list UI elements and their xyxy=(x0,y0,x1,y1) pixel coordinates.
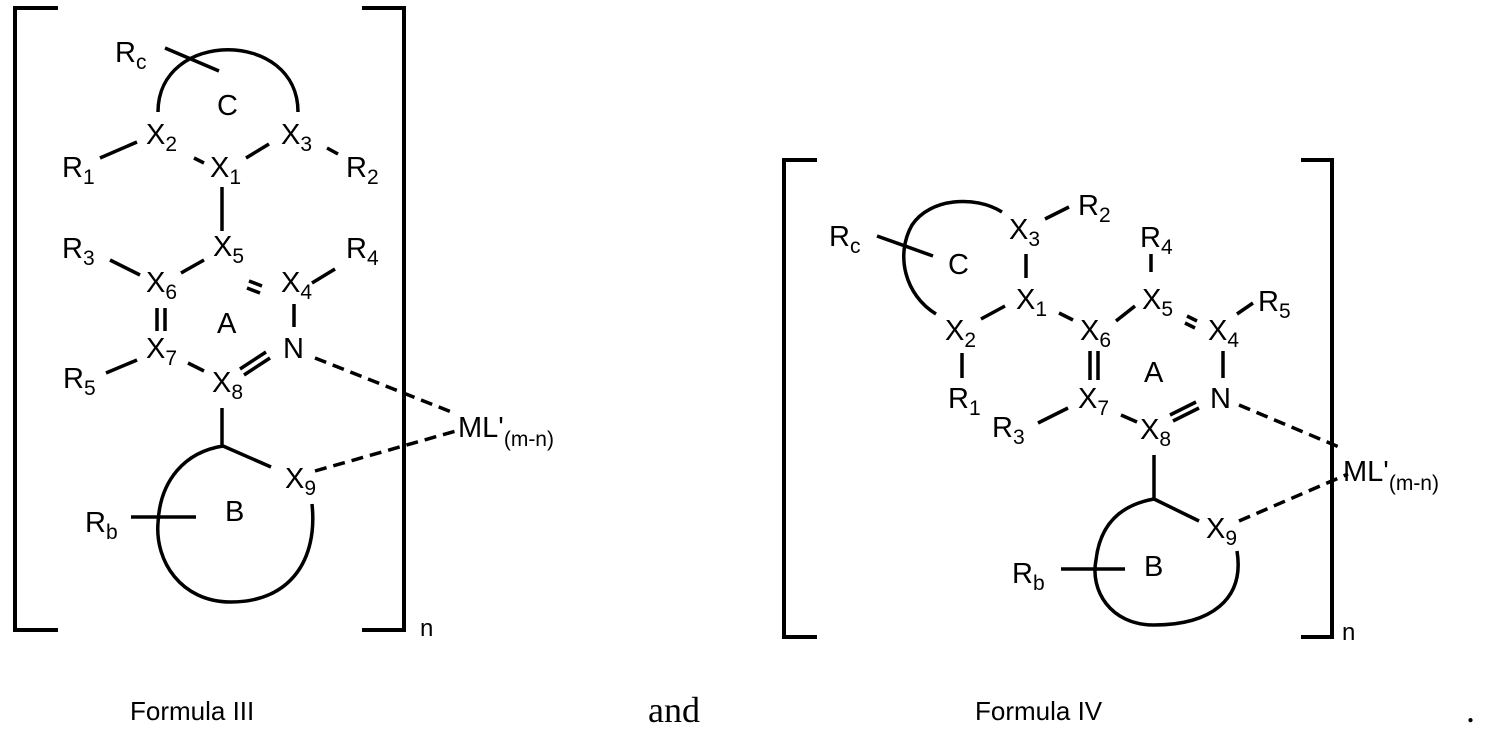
label-rb: Rb xyxy=(85,507,118,544)
double-bond xyxy=(244,358,270,375)
caption-formula-iv: Formula IV xyxy=(975,696,1103,726)
label-r3: R3 xyxy=(62,233,95,270)
label-x7: X7 xyxy=(1078,383,1109,420)
period: . xyxy=(1466,690,1475,730)
label-rc: Rc xyxy=(115,37,146,74)
label-x6: X6 xyxy=(146,267,177,304)
label-x8: X8 xyxy=(212,367,243,404)
bond xyxy=(246,144,269,158)
label-metal: ML'(m-n) xyxy=(1343,456,1439,495)
label-x5: X5 xyxy=(213,231,244,268)
label-metal: ML'(m-n) xyxy=(458,412,554,451)
label-x7: X7 xyxy=(146,333,177,370)
label-r4: R4 xyxy=(1140,222,1173,259)
label-x9: X9 xyxy=(285,463,316,500)
label-r2: R2 xyxy=(346,152,379,189)
bond xyxy=(1116,306,1135,321)
label-r5: R5 xyxy=(1258,286,1291,323)
label-r1: R1 xyxy=(62,152,95,189)
label-x2: X2 xyxy=(146,119,177,156)
bond xyxy=(181,260,204,273)
label-x8: X8 xyxy=(1140,414,1171,451)
label-x4: X4 xyxy=(281,267,312,304)
bond xyxy=(110,260,140,275)
bond xyxy=(188,363,204,371)
bond xyxy=(1154,499,1199,521)
bond xyxy=(1038,408,1068,423)
double-bond xyxy=(247,288,260,293)
label-r3: R3 xyxy=(992,412,1025,449)
bond xyxy=(1237,303,1253,314)
label-ring-c: C xyxy=(217,90,238,122)
bond xyxy=(312,269,335,283)
double-bond xyxy=(240,352,266,369)
label-x4: X4 xyxy=(1208,315,1239,352)
label-x1: X1 xyxy=(210,152,241,189)
label-n: N xyxy=(1210,383,1231,415)
coordination-bond-n xyxy=(1239,405,1339,447)
label-x3: X3 xyxy=(1009,214,1040,251)
bond xyxy=(981,306,1005,319)
left-bracket xyxy=(784,160,817,637)
double-bond xyxy=(249,281,262,286)
right-bracket xyxy=(362,8,404,630)
label-rb: Rb xyxy=(1012,558,1045,595)
formula-iii: Rc C X2 X1 X3 R1 R2 X5 R3 R4 X6 X4 A X7 … xyxy=(15,8,554,642)
connector-text: and xyxy=(648,690,700,730)
label-r5: R5 xyxy=(63,363,96,400)
caption-formula-iii: Formula III xyxy=(130,696,254,726)
coordination-bond-x9 xyxy=(315,431,456,471)
label-ring-a: A xyxy=(1144,357,1164,389)
bond xyxy=(223,446,271,467)
formula-iv: Rc C X3 R2 R4 X1 X5 R5 X2 X6 X4 A R1 X7 … xyxy=(784,160,1439,646)
coordination-bond-n xyxy=(315,358,454,413)
label-subscript-n: n xyxy=(1342,619,1355,646)
label-r4: R4 xyxy=(346,233,379,270)
bond xyxy=(1045,207,1069,219)
label-ring-a: A xyxy=(217,308,237,340)
bond xyxy=(1121,415,1137,422)
label-r1: R1 xyxy=(948,383,981,420)
label-ring-b: B xyxy=(225,496,244,528)
double-bond xyxy=(1185,323,1195,328)
double-bond xyxy=(1187,316,1197,321)
label-x9: X9 xyxy=(1206,513,1237,550)
label-x6: X6 xyxy=(1080,315,1111,352)
label-ring-c: C xyxy=(948,249,969,281)
bond xyxy=(327,148,338,154)
label-x5: X5 xyxy=(1142,284,1173,321)
bond xyxy=(100,142,137,158)
bond xyxy=(194,158,204,163)
label-x3: X3 xyxy=(281,119,312,156)
left-bracket xyxy=(15,8,58,630)
label-ring-b: B xyxy=(1144,551,1163,583)
label-rc: Rc xyxy=(829,221,860,258)
label-x2: X2 xyxy=(945,315,976,352)
label-subscript-n: n xyxy=(420,615,433,642)
bond xyxy=(1059,313,1073,320)
label-n: N xyxy=(283,333,304,365)
right-bracket xyxy=(1301,160,1332,637)
bond xyxy=(106,360,137,373)
label-r2: R2 xyxy=(1078,190,1111,227)
label-x1: X1 xyxy=(1016,284,1047,321)
